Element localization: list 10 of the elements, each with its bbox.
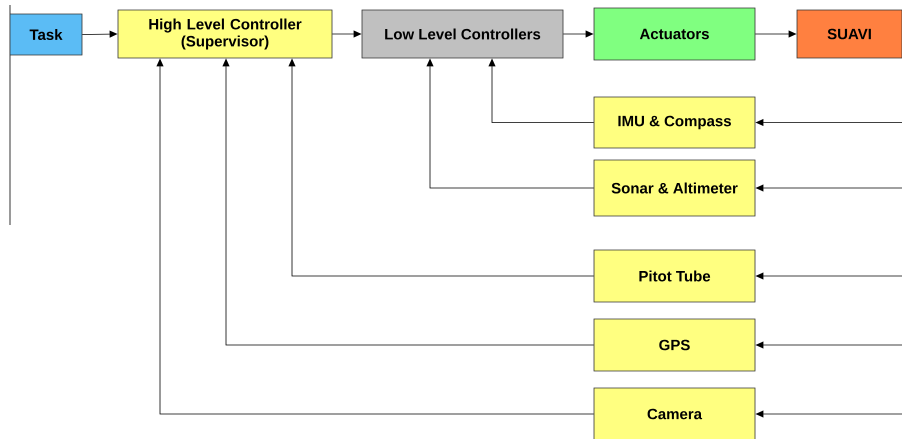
block-box: Sonar & Altimeter (594, 160, 756, 216)
block-box: Low Level Controllers (362, 10, 564, 58)
block-box: Actuators (594, 8, 756, 60)
block-box: Camera (594, 388, 756, 439)
block-box: GPS (594, 318, 756, 372)
block-box: High Level Controller (Supervisor) (118, 10, 332, 58)
block-box: Pitot Tube (594, 250, 756, 302)
block-box: SUAVI (796, 10, 902, 58)
block-box: IMU & Compass (594, 96, 756, 148)
block-box: Task (10, 14, 82, 56)
